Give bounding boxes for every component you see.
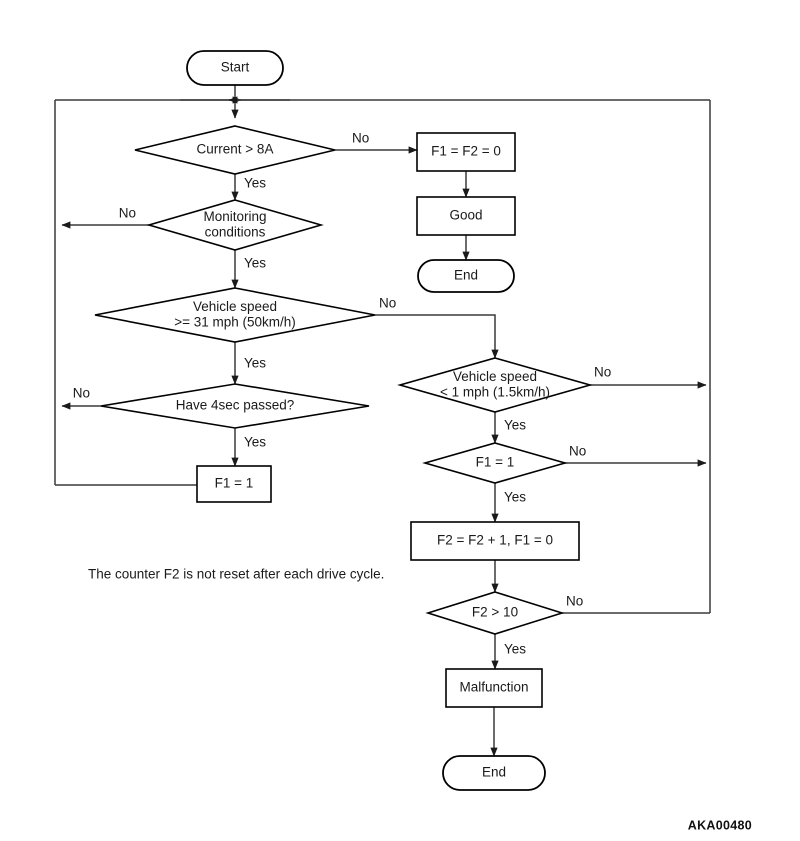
- edge-label: No: [119, 206, 136, 221]
- node-malfunction: Malfunction: [445, 668, 543, 708]
- node-label: Good: [449, 208, 482, 223]
- decision-shape: [100, 383, 370, 429]
- edge-label: Yes: [504, 490, 526, 505]
- edge-label: Yes: [244, 435, 266, 450]
- edge-e-4sec-no: No: [61, 386, 101, 410]
- edge-e-vs15-no: No: [590, 365, 707, 389]
- edge-label: Yes: [504, 642, 526, 657]
- decision-shape: [94, 287, 376, 343]
- figure-note: The counter F2 is not reset after each d…: [88, 567, 384, 582]
- edge-label: No: [379, 296, 396, 311]
- decision-shape: [134, 125, 336, 175]
- node-f1f2zero: F1 = F2 = 0: [416, 132, 516, 172]
- edge-label: No: [594, 365, 611, 380]
- node-label: F2 = F2 + 1, F1 = 0: [437, 533, 553, 548]
- edge-label: No: [352, 131, 369, 146]
- decision-shape: [422, 442, 568, 484]
- edge-e-4sec-yes: Yes: [231, 428, 266, 467]
- edge-e-f2gt10-yes: Yes: [491, 634, 526, 670]
- node-label: Have 4sec passed?: [176, 398, 295, 413]
- edge-label: Yes: [244, 256, 266, 271]
- node-f2inc: F2 = F2 + 1, F1 = 0: [410, 521, 580, 561]
- node-label: Vehicle speed: [193, 299, 277, 314]
- process-shape: [416, 196, 516, 236]
- node-label: Malfunction: [459, 680, 528, 695]
- edge-label: Yes: [244, 356, 266, 371]
- node-endgood: End: [417, 259, 515, 293]
- edge-e-vs50-no: No: [375, 296, 499, 359]
- edge-label: Yes: [244, 176, 266, 191]
- node-sec4: Have 4sec passed?: [100, 383, 370, 429]
- edge-e-current-yes: Yes: [231, 174, 266, 201]
- edge-e-f1eq1-no: No: [565, 444, 707, 467]
- node-endbad: End: [442, 755, 546, 791]
- node-label: < 1 mph (1.5km/h): [440, 384, 550, 399]
- node-label: End: [454, 268, 478, 283]
- terminator-shape: [442, 755, 546, 791]
- node-label: Start: [221, 60, 250, 75]
- decision-shape: [397, 357, 593, 413]
- process-shape: [445, 668, 543, 708]
- node-label: F1 = 1: [215, 476, 254, 491]
- edge-e-current-no: No: [335, 131, 418, 154]
- edge-label: No: [73, 386, 90, 401]
- process-shape: [410, 521, 580, 561]
- edge-label: No: [569, 444, 586, 459]
- edge-e-monitor-no: No: [61, 206, 149, 229]
- decision-shape: [425, 591, 565, 635]
- node-label: Monitoring: [203, 209, 266, 224]
- edge-e-f1eq1-yes: Yes: [491, 483, 526, 523]
- node-current8a: Current > 8A: [134, 125, 336, 175]
- edge-path: [375, 314, 499, 359]
- node-label: F1 = 1: [476, 455, 515, 470]
- node-vs50: Vehicle speed>= 31 mph (50km/h): [94, 287, 376, 343]
- terminator-shape: [186, 50, 284, 86]
- node-start: Start: [186, 50, 284, 86]
- node-vs15: Vehicle speed< 1 mph (1.5km/h): [397, 357, 593, 413]
- figure-code-label: AKA00480: [688, 818, 752, 832]
- node-good: Good: [416, 196, 516, 236]
- process-shape: [416, 132, 516, 172]
- process-shape: [196, 465, 272, 503]
- node-label: End: [482, 765, 506, 780]
- node-label: Current > 8A: [197, 142, 274, 157]
- edge-e-vs15-yes: Yes: [491, 412, 526, 444]
- node-f1eq1: F1 = 1: [422, 442, 568, 484]
- node-f1set: F1 = 1: [196, 465, 272, 503]
- annotations-layer: The counter F2 is not reset after each d…: [88, 567, 752, 833]
- edge-e-f2gt10-no: No: [562, 594, 710, 614]
- edge-e-vs50-yes: Yes: [231, 342, 266, 385]
- node-label: >= 31 mph (50km/h): [174, 314, 296, 329]
- decision-shape: [146, 199, 324, 251]
- edge-label: Yes: [504, 418, 526, 433]
- terminator-shape: [417, 259, 515, 293]
- node-f2gt10: F2 > 10: [425, 591, 565, 635]
- edge-e-monitor-yes: Yes: [231, 250, 266, 289]
- node-label: Vehicle speed: [453, 369, 537, 384]
- node-label: F1 = F2 = 0: [431, 144, 501, 159]
- node-label: conditions: [205, 224, 266, 239]
- node-label: F2 > 10: [472, 605, 518, 620]
- edge-label: No: [566, 594, 583, 609]
